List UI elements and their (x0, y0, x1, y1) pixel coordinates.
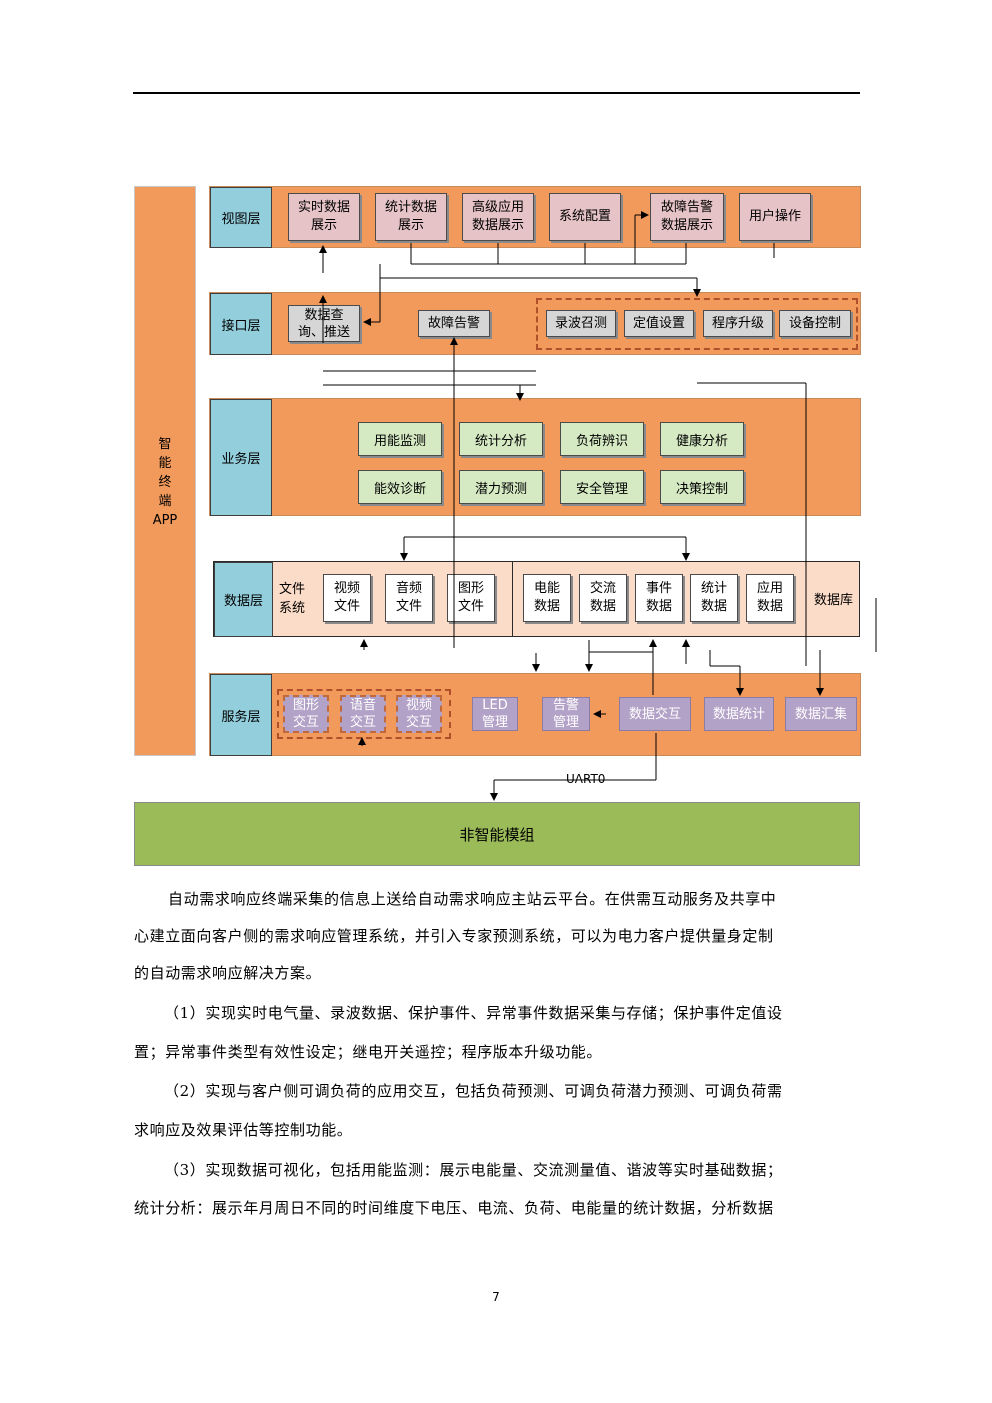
interface-box: 定值设置 (624, 310, 694, 337)
file-system-label: 文件 系统 (279, 582, 306, 616)
business-box: 决策控制 (660, 470, 744, 504)
file-box: 图形 文件 (447, 574, 495, 622)
service-box: 数据统计 (704, 697, 774, 731)
interface-layer-label: 接口层 (210, 293, 272, 355)
page-number: 7 (492, 1290, 500, 1304)
view-box: 实时数据 展示 (288, 193, 360, 241)
view-layer-label: 视图层 (210, 187, 272, 248)
interface-box: 设备控制 (779, 310, 851, 337)
service-box: 语音 交互 (340, 695, 386, 733)
non-smart-module: 非智能模组 (134, 802, 860, 866)
business-box: 统计分析 (459, 422, 543, 456)
paragraph-line: 自动需求响应终端采集的信息上送给自动需求响应主站云平台。在供需互动服务及共享中 (168, 890, 777, 908)
paragraph-line: 心建立面向客户侧的需求响应管理系统，并引入专家预测系统，可以为电力客户提供量身定… (134, 927, 774, 945)
view-box: 故障告警 数据展示 (650, 193, 724, 241)
db-box: 应用 数据 (746, 574, 794, 622)
service-box: 告警 管理 (542, 697, 590, 731)
paragraph-line: 求响应及效果评估等控制功能。 (134, 1121, 353, 1139)
uart-label: UART0 (566, 772, 606, 786)
view-box: 高级应用 数据展示 (462, 193, 534, 241)
business-box: 负荷辨识 (560, 422, 644, 456)
side-label: 智 能 终 端 APP (152, 437, 178, 528)
paragraph-line: 统计分析：展示年月周日不同的时间维度下电压、电流、负荷、电能量的统计数据，分析数… (134, 1199, 774, 1217)
header-rule (133, 92, 860, 94)
service-box: 视频 交互 (396, 695, 442, 733)
business-box: 用能监测 (358, 422, 442, 456)
interface-box: 程序升级 (703, 310, 773, 337)
db-box: 统计 数据 (690, 574, 738, 622)
file-box: 视频 文件 (323, 574, 371, 622)
interface-box: 录波召测 (546, 310, 616, 337)
business-box: 能效诊断 (358, 470, 442, 504)
interface-control-group (536, 298, 858, 350)
paragraph-line: （2）实现与客户侧可调负荷的应用交互，包括负荷预测、可调负荷潜力预测、可调负荷需 (164, 1082, 783, 1100)
interface-box: 故障告警 (418, 310, 490, 337)
db-box: 事件 数据 (635, 574, 683, 622)
service-layer-label: 服务层 (210, 674, 272, 756)
database-label: 数据库 (814, 593, 854, 608)
service-box: 图形 交互 (283, 695, 329, 733)
database-panel (512, 561, 860, 637)
service-box: LED 管理 (472, 697, 518, 731)
smart-terminal-app-column: 智 能 终 端 APP (134, 186, 196, 756)
interface-box: 数据查 询、推送 (288, 305, 360, 342)
view-box: 统计数据 展示 (375, 193, 447, 241)
service-box: 数据汇集 (785, 697, 857, 731)
data-layer-label: 数据层 (214, 562, 273, 637)
db-box: 电能 数据 (523, 574, 571, 622)
business-box: 健康分析 (660, 422, 744, 456)
db-box: 交流 数据 (579, 574, 627, 622)
service-box: 数据交互 (619, 697, 691, 731)
view-box: 用户操作 (739, 193, 811, 241)
business-box: 潜力预测 (459, 470, 543, 504)
paragraph-line: （1）实现实时电气量、录波数据、保护事件、异常事件数据采集与存储；保护事件定值设 (164, 1004, 783, 1022)
paragraph-line: 的自动需求响应解决方案。 (134, 964, 322, 982)
business-box: 安全管理 (560, 470, 644, 504)
view-box: 系统配置 (549, 193, 621, 241)
file-box: 音频 文件 (385, 574, 433, 622)
paragraph-line: 置；异常事件类型有效性设定；继电开关遥控；程序版本升级功能。 (134, 1043, 603, 1061)
paragraph-line: （3）实现数据可视化，包括用能监测：展示电能量、交流测量值、谐波等实时基础数据； (164, 1161, 783, 1179)
business-layer-label: 业务层 (210, 399, 272, 516)
